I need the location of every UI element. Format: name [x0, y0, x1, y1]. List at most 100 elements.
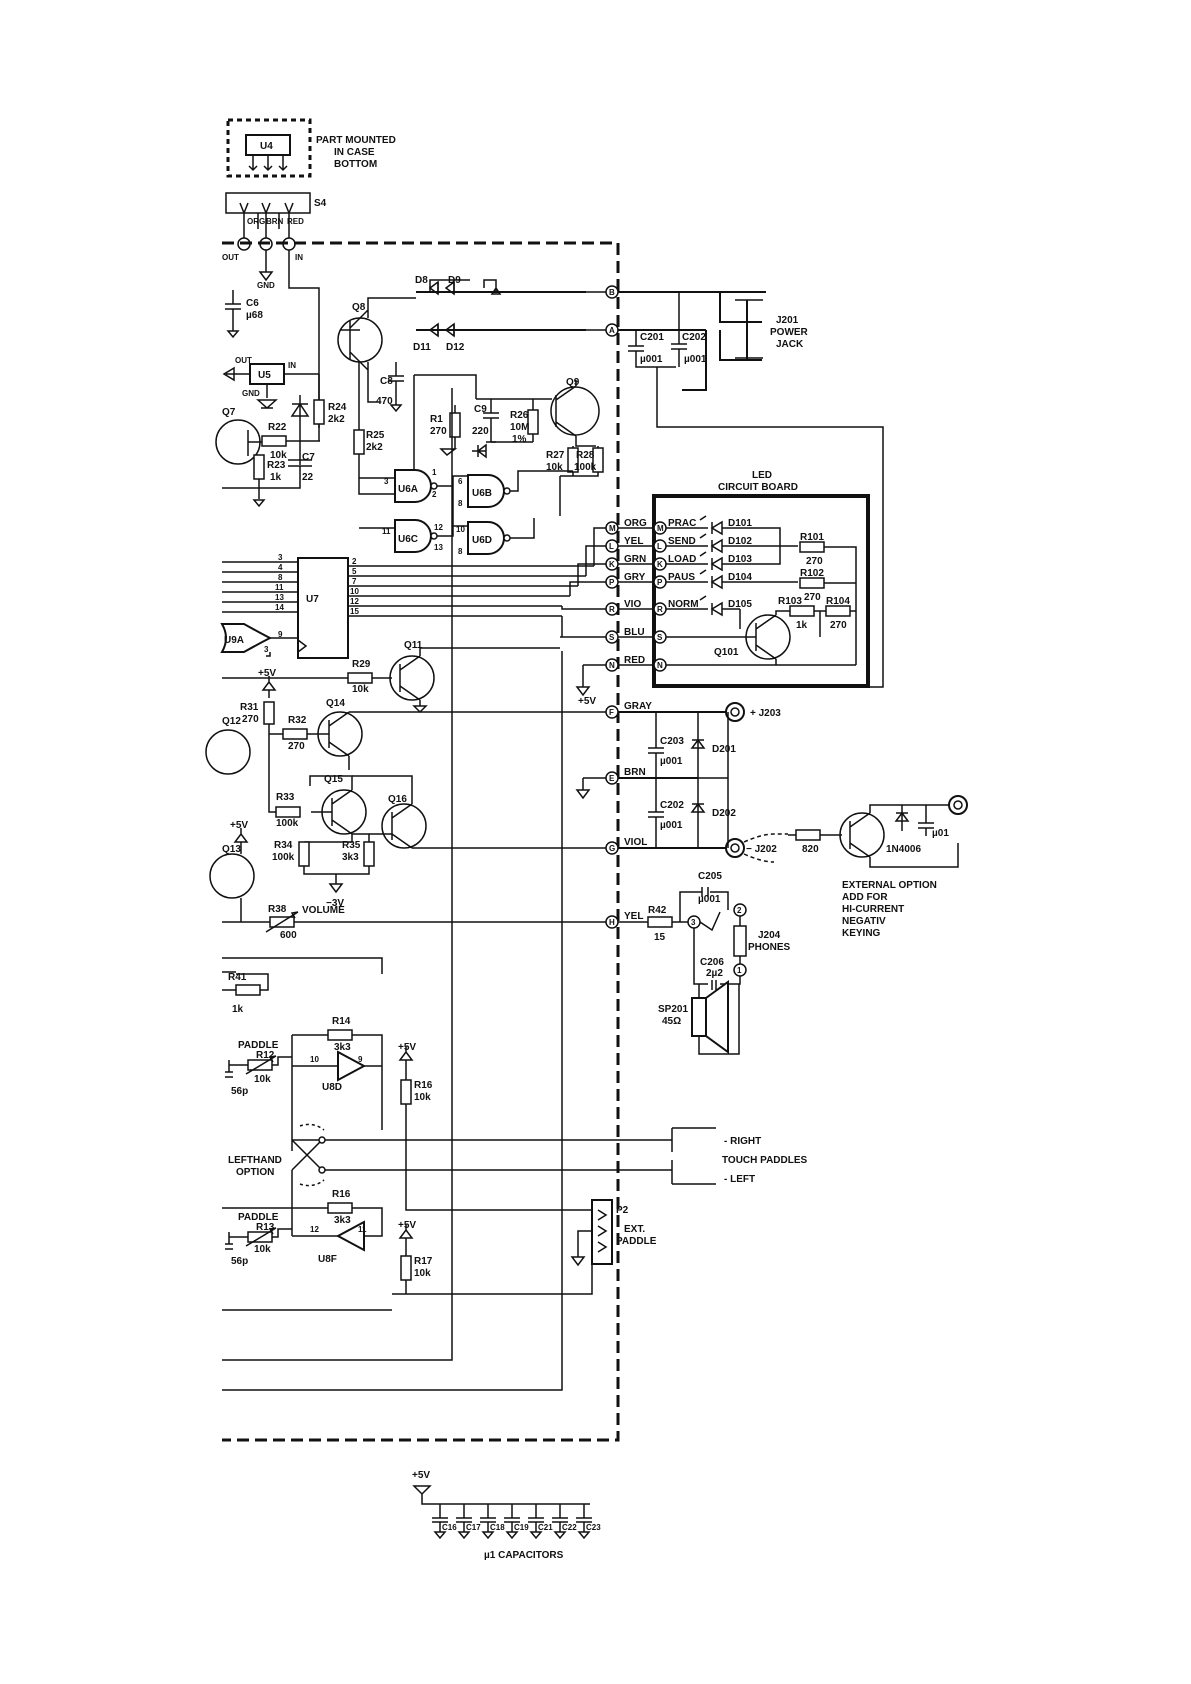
r34-value: 100k	[272, 852, 295, 863]
r24-value: 2k2	[328, 414, 345, 425]
d11-label: D11	[413, 342, 431, 353]
r32-ref: R32	[288, 715, 307, 726]
wire-red: RED	[624, 655, 645, 666]
s4-switch: S4 ORG BRN RED OUT GND IN	[222, 192, 327, 328]
touch-right: - RIGHT	[724, 1136, 761, 1147]
r1-value: 270	[430, 426, 447, 437]
r12-value: 10k	[254, 1074, 271, 1085]
r26-ref: R26	[510, 410, 529, 421]
r102-ref: R102	[800, 568, 824, 579]
r820-value: 820	[802, 844, 819, 855]
r29-value: 10k	[352, 684, 369, 695]
r26-value: 10M	[510, 422, 529, 433]
s4-wire-org: ORG	[247, 217, 265, 226]
r27-ref: R27	[546, 450, 565, 461]
conn-a: A	[609, 326, 615, 335]
u7-in-13: 13	[275, 593, 284, 602]
u8f-label: U8F	[318, 1254, 337, 1265]
s4-wire-red: RED	[287, 217, 304, 226]
q16-label: Q16	[388, 794, 407, 805]
led-pin-n: N	[657, 661, 663, 670]
u7-out-7: 7	[352, 577, 357, 586]
u8f-pin-11: 11	[358, 1225, 367, 1234]
r25-value: 2k2	[366, 442, 383, 453]
u4-block: U4 PART MOUNTED IN CASE BOTTOM	[226, 118, 396, 178]
ext-text-2: ADD FOR	[842, 892, 888, 903]
wire-org: ORG	[624, 518, 647, 529]
r102-value: 270	[804, 592, 821, 603]
conn-r: R	[609, 605, 615, 614]
ext-text-5: KEYING	[842, 928, 881, 939]
c203-value: µ001	[660, 756, 683, 767]
c202a-ref: C202	[682, 332, 706, 343]
u7-out-5: 5	[352, 567, 357, 576]
r101-value: 270	[806, 556, 823, 567]
u6d-pin-8: 8	[458, 547, 463, 556]
r34-ref: R34	[274, 840, 293, 851]
j204-ref: J204	[758, 930, 781, 941]
c205-value: µ001	[698, 894, 721, 905]
cap-c22: C22	[562, 1523, 577, 1532]
r16a-ref: R16	[414, 1080, 433, 1091]
sp201-ref: SP201	[658, 1004, 688, 1015]
u7-in-3: 3	[278, 553, 283, 562]
r22-ref: R22	[268, 422, 287, 433]
u7-in-8: 8	[278, 573, 283, 582]
u4-note-1: PART MOUNTED	[316, 135, 396, 146]
j202-label: − J202	[746, 844, 777, 855]
u5-pin-in: IN	[288, 361, 296, 370]
wire-gry: GRY	[624, 572, 646, 583]
paddle-bottom: PADDLE R13 10k 56p R16 3k3 U8F 12 11	[222, 1170, 383, 1267]
led-pin-p: P	[657, 578, 663, 587]
plus5v-2: +5V	[230, 820, 248, 831]
u7-label: U7	[306, 594, 319, 605]
u4-note-2: IN CASE	[334, 147, 375, 158]
u7-in-4: 4	[278, 563, 283, 572]
c6-ref: C6	[246, 298, 259, 309]
led-pin-k: K	[657, 560, 663, 569]
r26-tol: 1%	[512, 434, 527, 445]
u9a-label: U9A	[224, 635, 244, 646]
c56p-1: 56p	[231, 1086, 248, 1097]
q14-area: +5V R31 270 Q12 R32 270 Q14	[205, 668, 611, 813]
wire-brn: BRN	[624, 767, 646, 778]
r13-value: 10k	[254, 1244, 271, 1255]
wire-grn: GRN	[624, 554, 646, 565]
plus5v-4: +5V	[398, 1220, 416, 1231]
paddle-top: PADDLE R12 10k 56p U8D 10 9 R14 3k3	[225, 1016, 383, 1151]
cap-c17: C17	[466, 1523, 481, 1532]
conn-f: F	[609, 708, 614, 717]
c201-ref: C201	[640, 332, 664, 343]
q15-label: Q15	[324, 774, 343, 785]
phones-section: YEL R42 15 3 C205 µ001 2 1 J204 PHONES C…	[618, 871, 791, 1055]
board-outline	[222, 241, 620, 1442]
j204-pin-1: 1	[737, 966, 742, 975]
u8d-pin-9: 9	[358, 1055, 363, 1064]
conn-b: B	[609, 288, 615, 297]
c7-ref: C7	[302, 452, 315, 463]
output-section: GRAY BRN VIOL + J203 − J202 C203 µ001 D2…	[618, 701, 781, 858]
u6b-pin-8: 8	[458, 499, 463, 508]
r35-ref: R35	[342, 840, 361, 851]
r42-value: 15	[654, 932, 666, 943]
cap-c21: C21	[538, 1523, 553, 1532]
conn-l: L	[609, 542, 614, 551]
cap-c19: C19	[514, 1523, 529, 1532]
d104-label: D104	[728, 572, 752, 583]
q11-area: R29 10k Q11	[222, 640, 560, 714]
r41-ref: R41	[228, 972, 247, 983]
wire-yel: YEL	[624, 536, 643, 547]
conn-h: H	[609, 918, 615, 927]
r103-value: 1k	[796, 620, 808, 631]
q12-label: Q12	[222, 716, 241, 727]
u8d-pin-10: 10	[310, 1055, 319, 1064]
d201-label: D201	[712, 744, 736, 755]
j201-label-1: POWER	[770, 327, 809, 338]
u9a-pin-3: 3	[264, 645, 269, 654]
u7-out-2: 2	[352, 557, 357, 566]
r17-value: 10k	[414, 1268, 431, 1279]
r24-ref: R24	[328, 402, 347, 413]
u5-ref: U5	[258, 370, 271, 381]
ext-text-3: HI-CURRENT	[842, 904, 904, 915]
r22-value: 10k	[270, 450, 287, 461]
